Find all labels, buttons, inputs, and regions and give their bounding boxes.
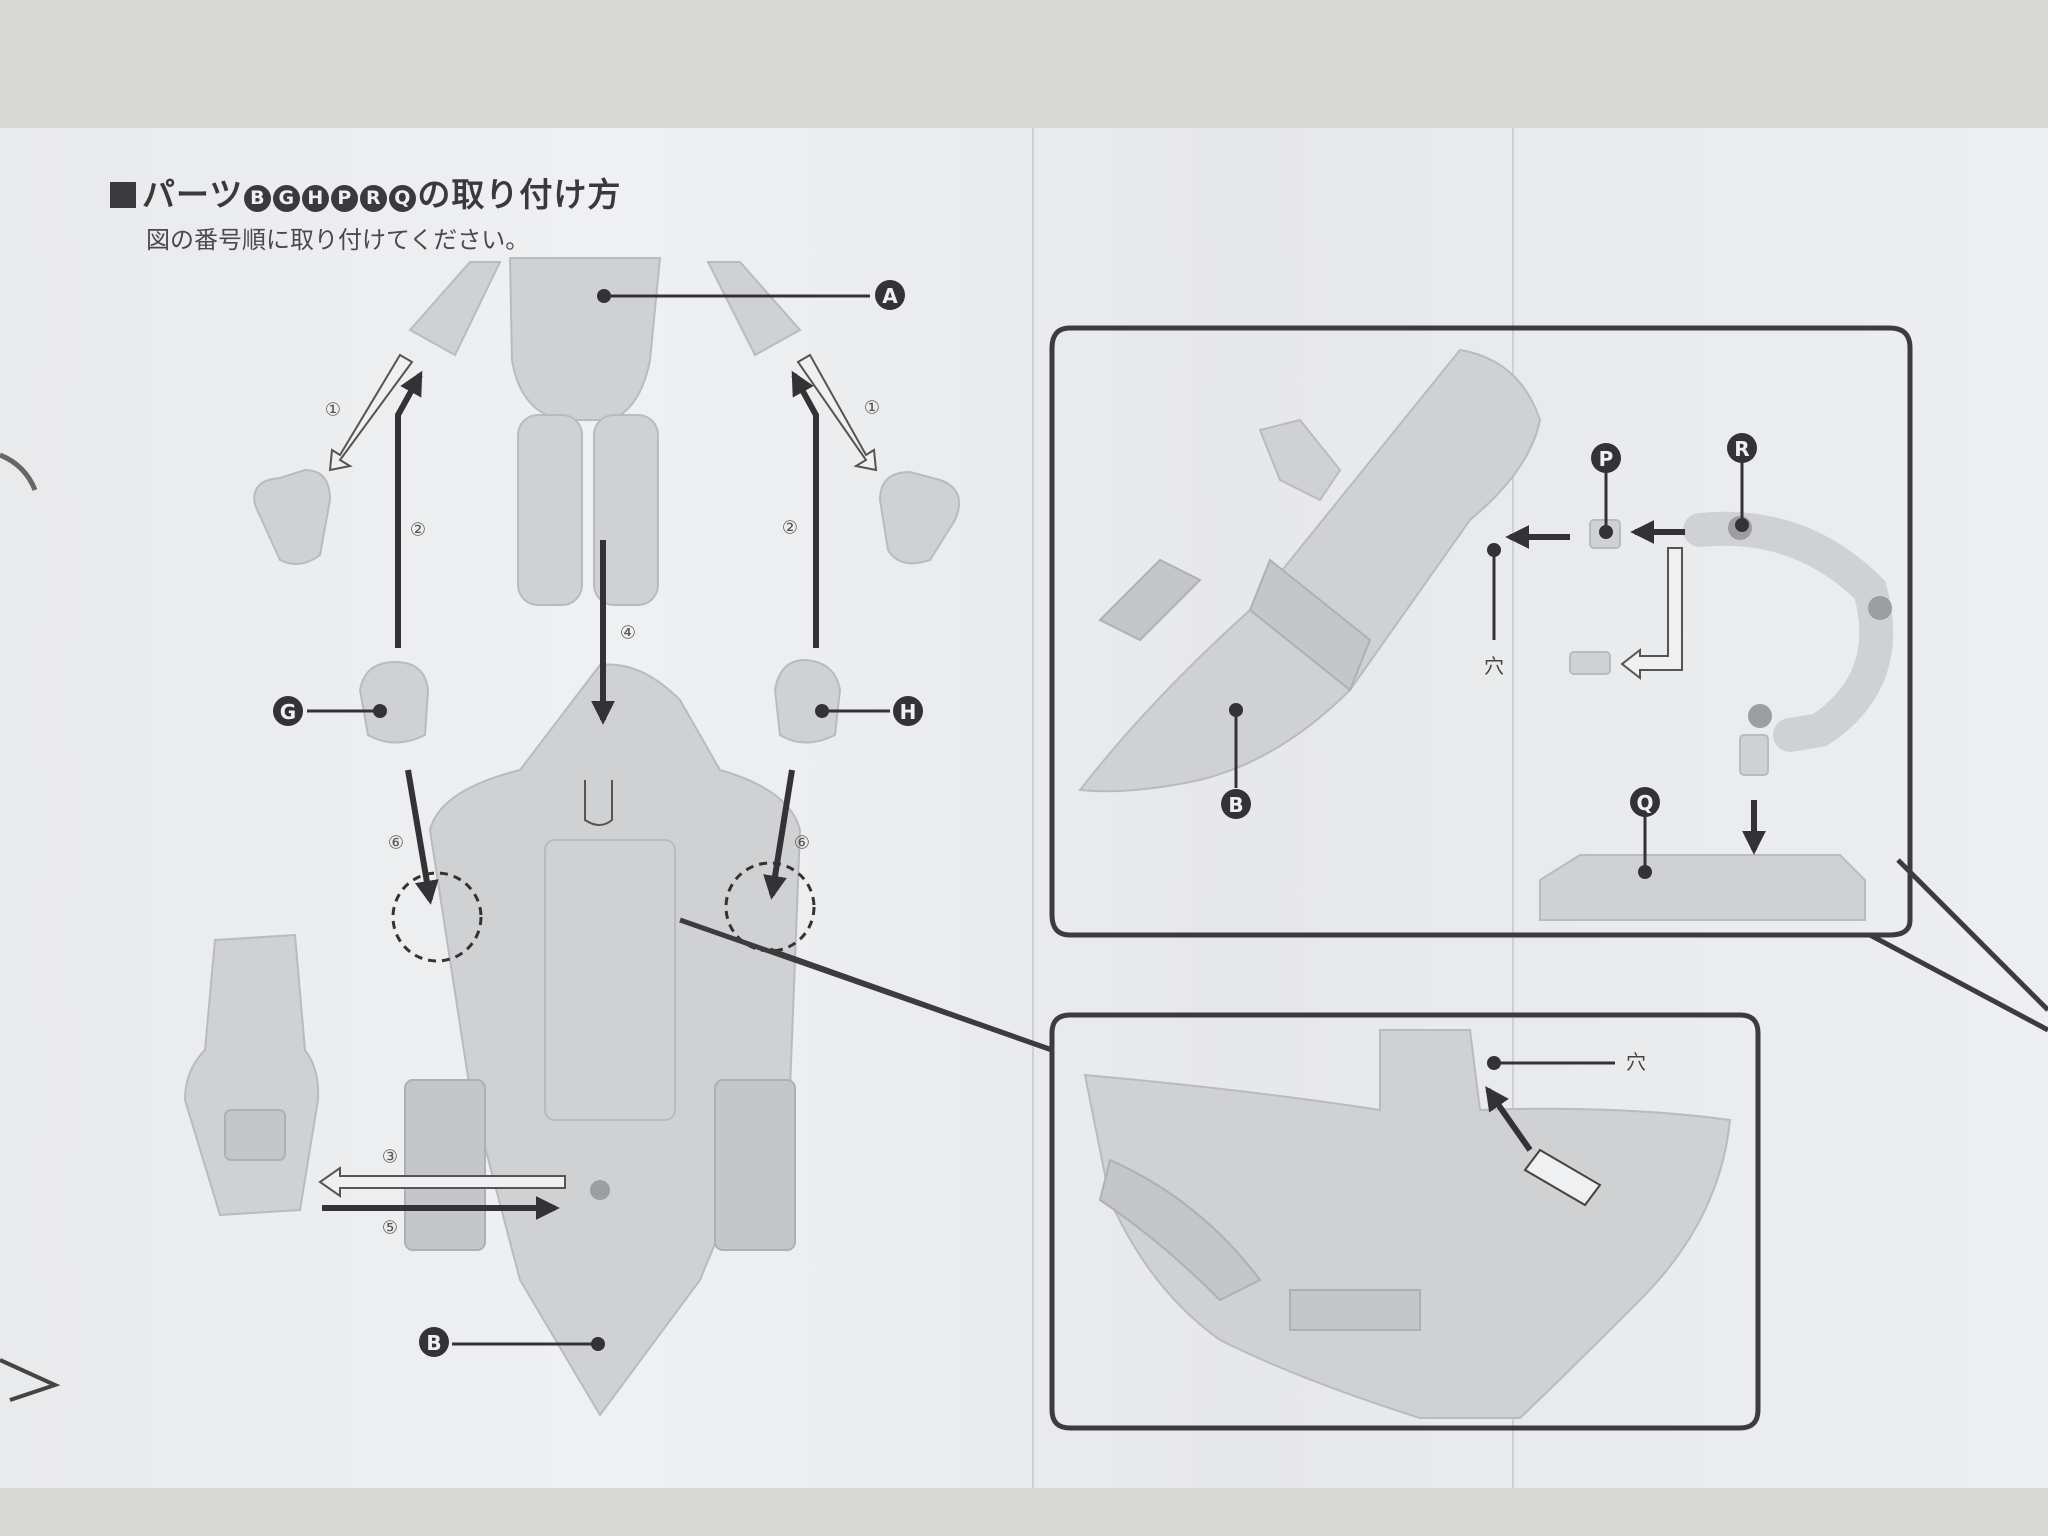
label-a: A — [882, 284, 898, 308]
arm-right — [706, 261, 802, 357]
label-g: G — [280, 700, 296, 724]
arrow-alt-peg — [1620, 547, 1683, 681]
panel-connector — [1896, 858, 2048, 1012]
base-part-b — [404, 663, 802, 1417]
step-2-left: ② — [410, 520, 426, 541]
label-r: R — [1734, 437, 1749, 461]
small-loose-part — [183, 933, 320, 1217]
edge-mark — [0, 1358, 61, 1402]
title-suffix: の取り付け方 — [417, 175, 622, 214]
badge-g: G — [273, 185, 301, 212]
fold-line — [1032, 128, 1034, 1488]
hand-left — [253, 468, 332, 565]
hole-label-bottom: 穴 — [1626, 1050, 1646, 1074]
step-4: ④ — [620, 623, 636, 644]
part-b-side-view — [1078, 348, 1542, 793]
hand-right — [878, 470, 960, 565]
arrow-step1-left — [328, 353, 414, 472]
label-q: Q — [1636, 791, 1653, 815]
step-2-right: ② — [782, 518, 798, 539]
badge-p: P — [331, 185, 359, 212]
arrow-step2-right — [791, 370, 819, 648]
detail-panel-top — [1049, 325, 1913, 938]
instruction-subtitle: 図の番号順に取り付けてください。 — [146, 226, 530, 254]
badge-r: R — [360, 185, 388, 212]
detail-panel-bottom — [1049, 1012, 1761, 1431]
hole-label-top: 穴 — [1484, 654, 1504, 678]
step-1-left: ① — [325, 400, 341, 421]
fold-line — [1512, 128, 1514, 1488]
label-b: B — [426, 1331, 441, 1355]
joint-part-g — [358, 660, 430, 744]
edge-mark — [0, 452, 38, 491]
arrow-closeup — [1485, 1086, 1533, 1152]
body-part-a — [508, 257, 662, 606]
square-bullet-icon — [110, 182, 136, 208]
label-b-panel-callout: B — [1221, 703, 1251, 819]
step-1-right: ① — [864, 398, 880, 419]
arm-part-r — [1683, 511, 1894, 776]
arrow-step3 — [318, 1166, 566, 1198]
step-3: ③ — [382, 1147, 398, 1168]
label-b-callout: B — [419, 1327, 605, 1357]
label-q-callout: Q — [1630, 787, 1660, 879]
peg-part-p — [1569, 519, 1621, 675]
label-p-callout: P — [1591, 443, 1621, 539]
stand-base-q — [1539, 854, 1866, 921]
panel-connector — [1868, 932, 2048, 1033]
hole-callout-bottom: 穴 — [1487, 1050, 1646, 1074]
arrow-step6-right — [763, 769, 795, 900]
joint-part-h — [773, 658, 842, 744]
label-a-callout: A — [597, 280, 905, 310]
hole-callout-top: 穴 — [1484, 543, 1504, 678]
label-g-callout: G — [273, 696, 387, 726]
label-h-callout: H — [815, 696, 923, 726]
label-b-panel: B — [1228, 793, 1243, 817]
label-h: H — [900, 700, 917, 724]
badge-b: B — [244, 185, 272, 212]
step-6-right: ⑥ — [794, 833, 810, 854]
label-r-callout: R — [1727, 433, 1757, 532]
arm-left — [408, 261, 502, 357]
arrow-step2-left — [395, 370, 423, 648]
step-6-left: ⑥ — [388, 833, 404, 854]
badge-q: Q — [389, 185, 417, 212]
detail-circle-right — [724, 861, 816, 953]
step-5: ⑤ — [382, 1218, 398, 1239]
detail-circle-left — [391, 871, 483, 963]
zoom-connector — [769, 947, 1053, 1053]
badge-h: H — [302, 185, 330, 212]
label-p: P — [1599, 447, 1614, 471]
title-prefix: パーツ — [142, 175, 244, 214]
closeup-part — [1083, 1029, 1732, 1419]
arrow-step6-left — [405, 769, 439, 905]
